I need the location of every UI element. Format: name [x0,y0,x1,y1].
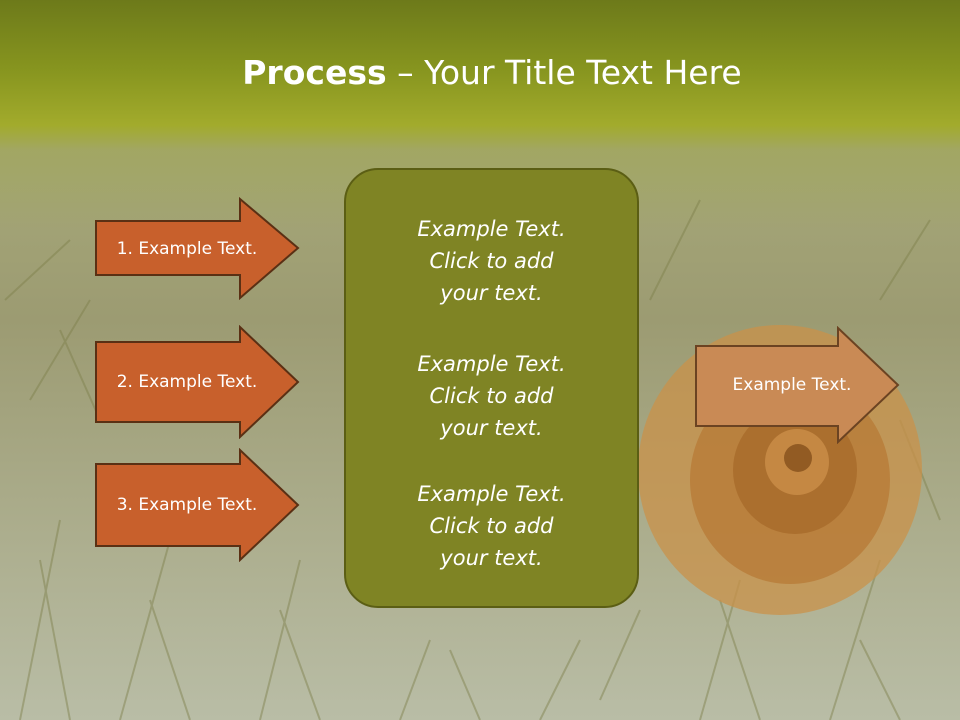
step-1-label: 1. Example Text. [116,238,258,259]
right-arrow-shape-icon [695,326,900,444]
output-label: Example Text. [732,375,852,395]
center-text-block-1: Example Text. Click to add your text. [346,213,637,309]
step-2-label: 2. Example Text. [116,372,258,392]
center-block-3-line-3: your text. [440,546,543,570]
step-1-arrow[interactable]: 1. Example Text. [94,197,300,300]
center-content-box[interactable]: Example Text. Click to add your text. Ex… [344,168,639,608]
center-text-block-2: Example Text. Click to add your text. [346,348,637,444]
center-block-1-line-3: your text. [440,281,543,305]
center-block-3-line-1: Example Text. [417,482,566,506]
center-text-block-3: Example Text. Click to add your text. [346,478,637,574]
slide-title: Process – Your Title Text Here [0,50,960,96]
right-arrow-shape-icon [95,325,300,439]
right-arrow-shape-icon [95,197,300,300]
center-block-2-line-1: Example Text. [417,352,566,376]
step-3-arrow[interactable]: 3. Example Text. [94,448,300,562]
title-rest-text: – Your Title Text Here [386,53,742,92]
center-block-2-line-3: your text. [440,416,543,440]
output-arrow[interactable]: Example Text. [694,326,900,444]
center-block-1-line-2: Click to add [429,249,554,273]
center-block-3-line-2: Click to add [429,514,554,538]
center-block-1-line-1: Example Text. [417,217,566,241]
step-2-arrow[interactable]: 2. Example Text. [94,325,300,439]
title-bold-word: Process [242,53,387,92]
center-block-2-line-2: Click to add [429,384,554,408]
step-3-label: 3. Example Text. [116,495,258,515]
right-arrow-shape-icon [95,448,300,562]
